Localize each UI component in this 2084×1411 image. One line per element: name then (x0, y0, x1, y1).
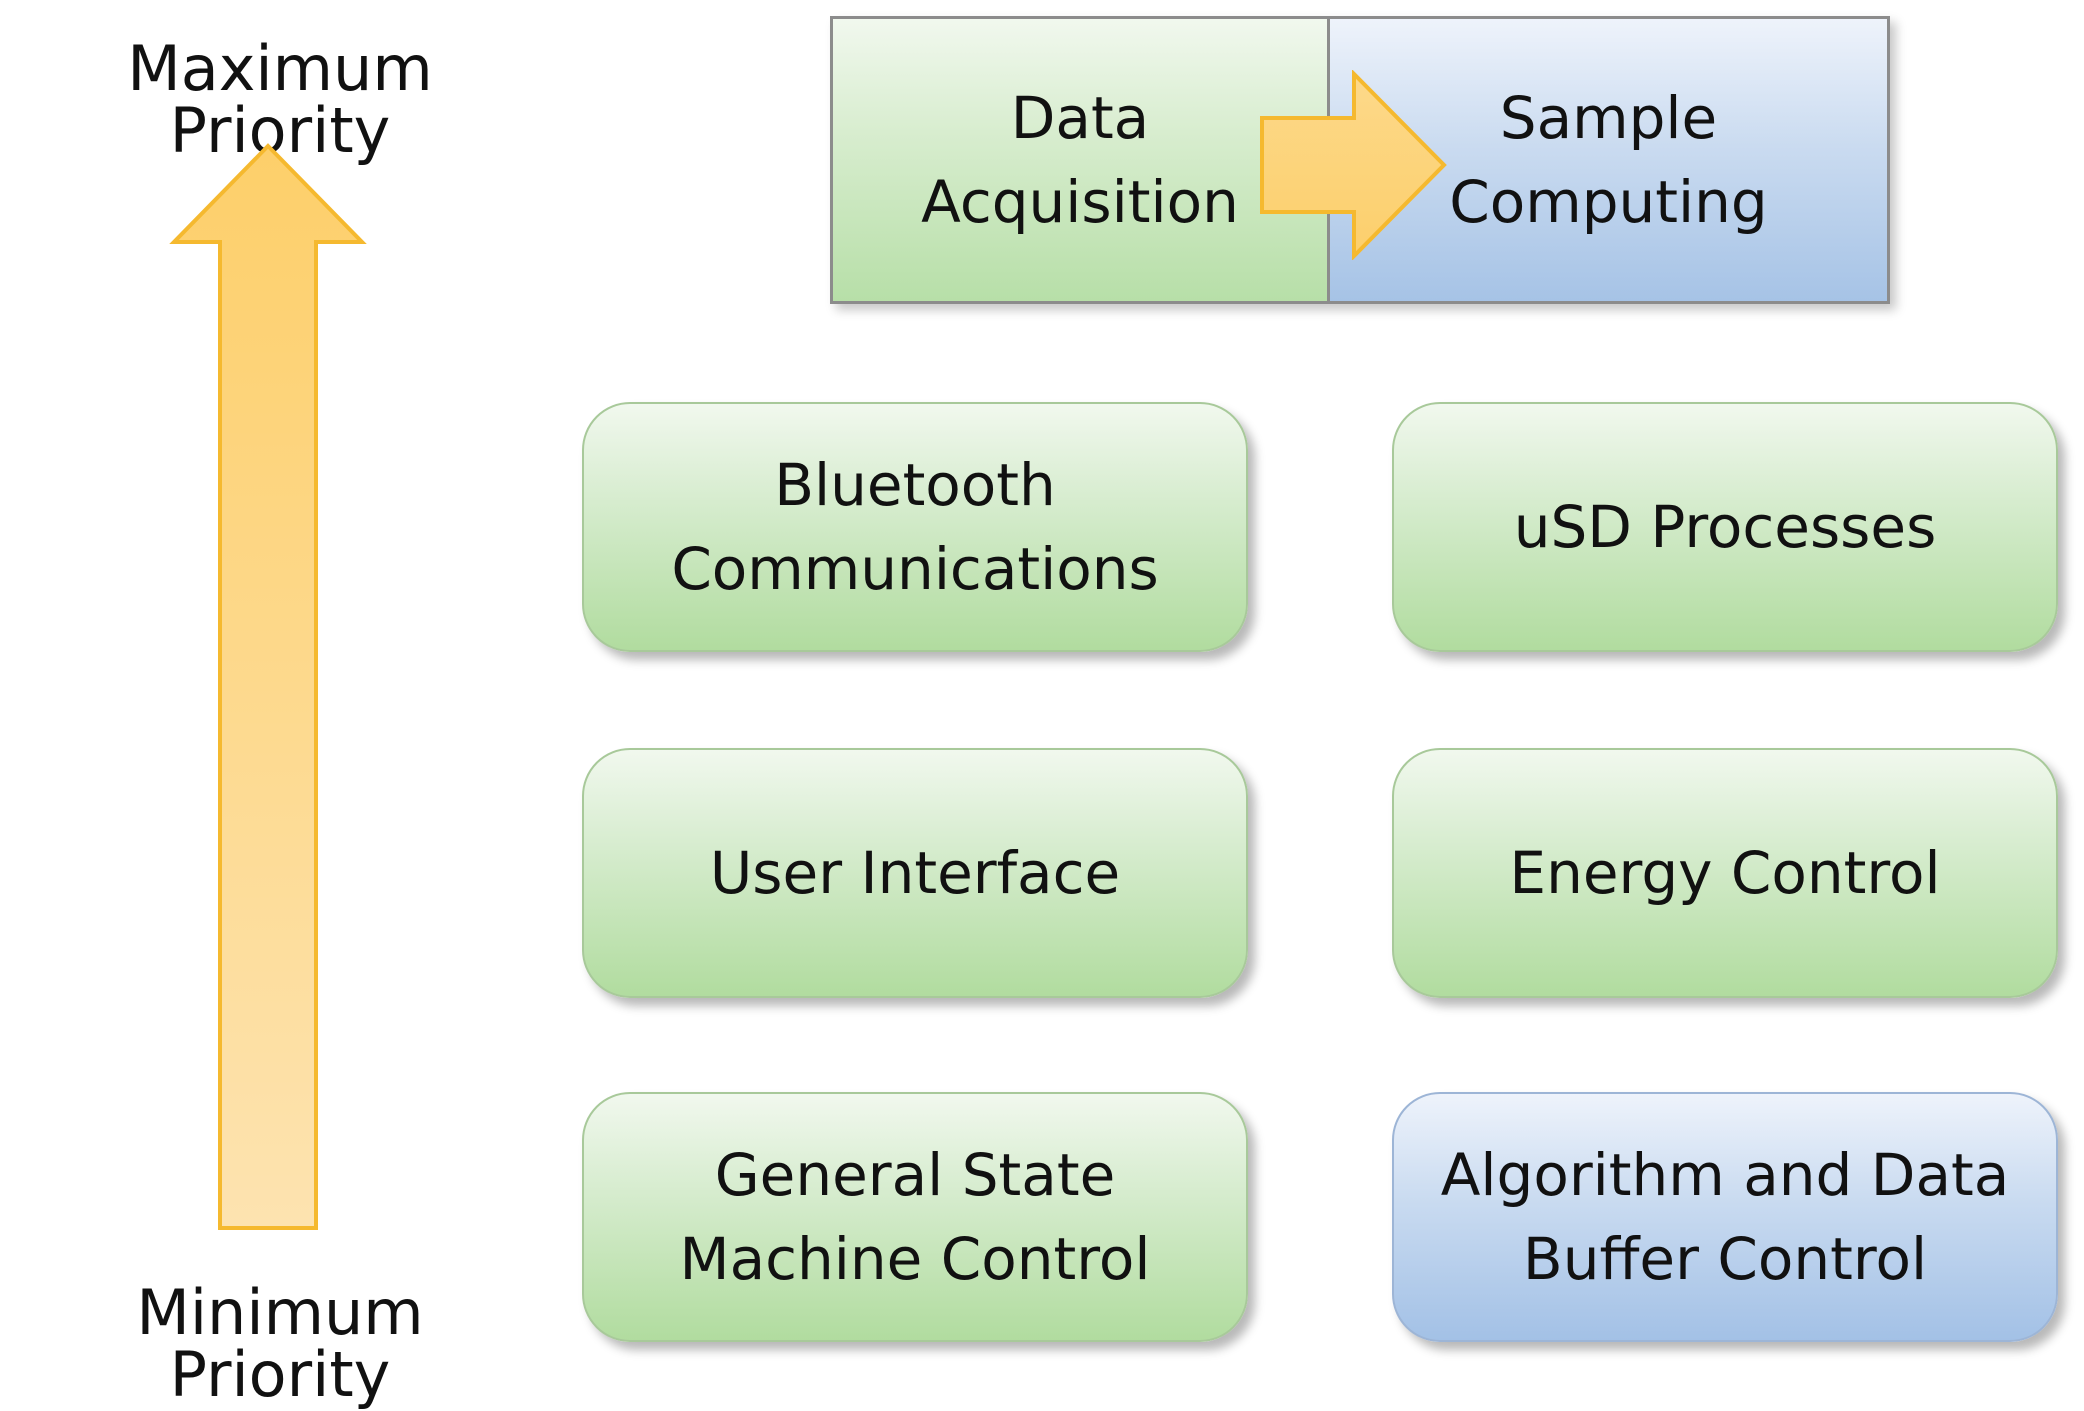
energy-control-box: Energy Control (1392, 748, 2058, 998)
data-acquisition-block: Data Acquisition (833, 19, 1330, 301)
bluetooth-communications-box: Bluetooth Communications (582, 402, 1248, 652)
maximum-priority-label: Maximum Priority (127, 32, 433, 167)
priority-up-arrow-icon (169, 143, 367, 1230)
minimum-priority-label: Minimum Priority (136, 1276, 424, 1411)
user-interface-box: User Interface (582, 748, 1248, 998)
algorithm-data-buffer-control-box: Algorithm and Data Buffer Control (1392, 1092, 2058, 1342)
right-arrow-icon (1260, 70, 1447, 260)
general-state-machine-control-box: General State Machine Control (582, 1092, 1248, 1342)
usd-processes-box: uSD Processes (1392, 402, 2058, 652)
